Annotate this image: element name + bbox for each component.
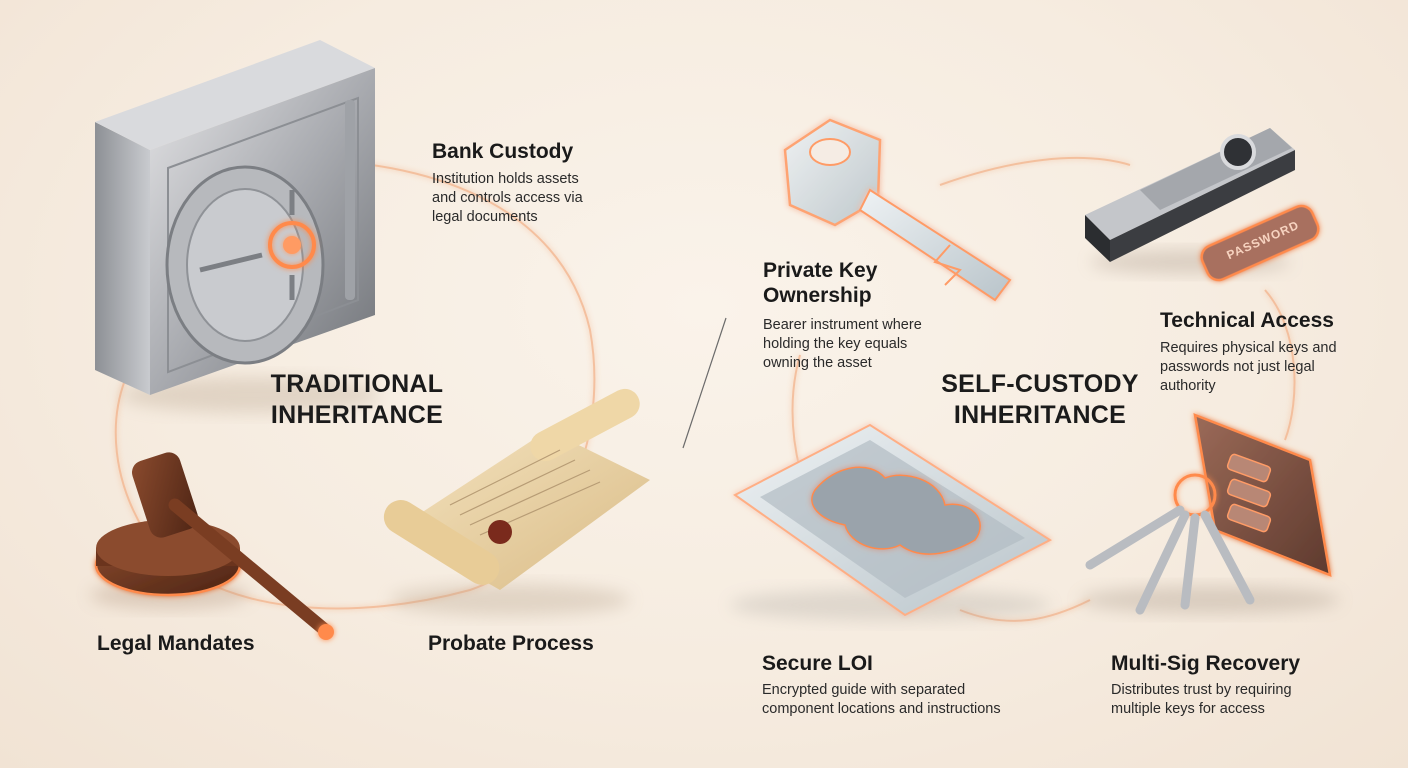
private-key-label-1: Private Key [763, 259, 878, 282]
probate-process-label: Probate Process [428, 632, 594, 655]
secure-loi-desc-2: component locations and instructions [762, 701, 1001, 717]
legal-mandates-label: Legal Mandates [97, 632, 255, 655]
multisig-recovery-label: Multi-Sig Recovery [1111, 652, 1301, 675]
node-bank-custody: Bank Custody Institution holds assets an… [432, 139, 583, 227]
node-private-key: Private Key Ownership Bearer instrument … [763, 258, 922, 373]
self-custody-connector [791, 156, 1296, 622]
multisig-recovery-desc-2: multiple keys for access [1111, 701, 1265, 717]
hardware-wallet-icon [1085, 128, 1320, 282]
private-key-desc-1: Bearer instrument where [763, 317, 922, 333]
technical-access-desc-1: Requires physical keys and [1160, 340, 1337, 356]
technical-access-label: Technical Access [1160, 309, 1334, 332]
private-key-desc-2: holding the key equals [763, 336, 908, 352]
bank-vault-icon [95, 40, 380, 413]
key-ring-wallet-icon [1080, 413, 1340, 615]
bank-custody-desc-3: legal documents [432, 209, 538, 225]
secure-loi-label: Secure LOI [762, 652, 873, 675]
self-custody-title-line1: SELF-CUSTODY [941, 370, 1139, 398]
technical-access-desc-2: passwords not just legal [1160, 359, 1315, 375]
tablet-map-icon [730, 423, 1053, 621]
self-custody-title: SELF-CUSTODY INHERITANCE [930, 369, 1150, 431]
traditional-title-line1: TRADITIONAL [270, 370, 444, 398]
node-multisig-recovery: Multi-Sig Recovery Distributes trust by … [1111, 651, 1300, 719]
traditional-title: TRADITIONAL INHERITANCE [262, 369, 452, 431]
scroll-icon [383, 388, 650, 616]
technical-access-desc-3: authority [1160, 378, 1216, 394]
section-divider [682, 317, 727, 449]
bank-custody-desc-1: Institution holds assets [432, 171, 579, 187]
private-key-desc-3: owning the asset [763, 355, 872, 371]
private-key-label-2: Ownership [763, 284, 872, 307]
gavel-icon [90, 452, 334, 640]
bank-custody-label: Bank Custody [432, 140, 574, 163]
traditional-title-line2: INHERITANCE [270, 401, 444, 429]
bank-custody-desc-2: and controls access via [432, 190, 583, 206]
self-custody-title-line2: INHERITANCE [953, 401, 1127, 429]
multisig-recovery-desc-1: Distributes trust by requiring [1111, 682, 1292, 698]
node-secure-loi: Secure LOI Encrypted guide with separate… [762, 651, 1001, 719]
key-icon [783, 118, 1012, 302]
secure-loi-desc-1: Encrypted guide with separated [762, 682, 966, 698]
node-technical-access: Technical Access Requires physical keys … [1160, 308, 1337, 396]
